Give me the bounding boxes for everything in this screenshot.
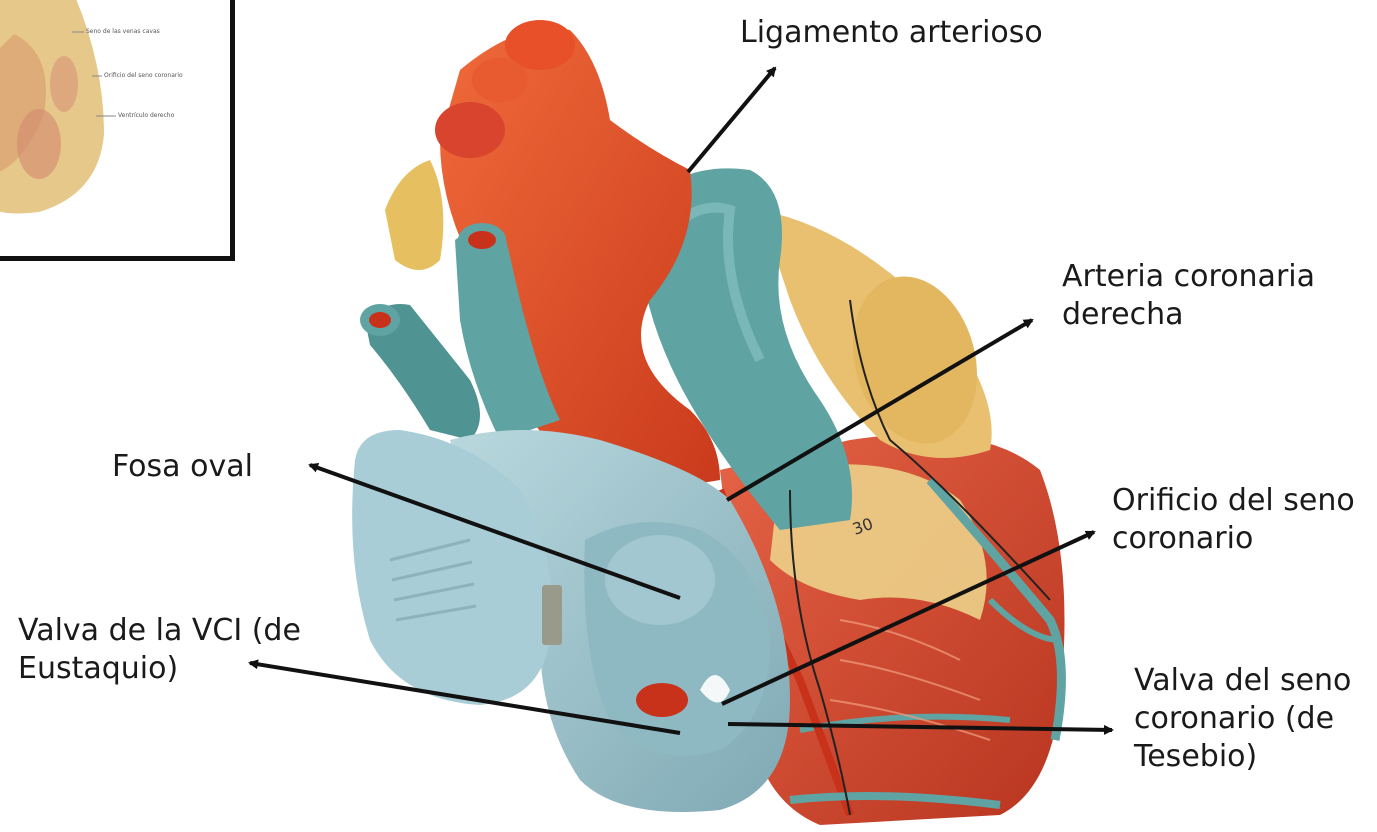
label-arteria-line2: derecha (1062, 296, 1315, 334)
label-orificio-line1: Orificio del seno (1112, 482, 1355, 520)
ivc-opening (636, 683, 688, 717)
label-arteria-line1: Arteria coronaria (1062, 258, 1315, 296)
model-hinge (542, 585, 562, 645)
fat-behind-aorta (385, 160, 443, 270)
label-valva-seno-line3: Tesebio) (1134, 738, 1351, 776)
label-valva-vci-line1: Valva de la VCI (de (18, 612, 301, 650)
pulmonary-vein-lumen (369, 312, 391, 328)
label-valva-vci: Valva de la VCI (de Eustaquio) (18, 612, 301, 688)
label-fosa-oval: Fosa oval (112, 448, 253, 486)
label-valva-seno-coronario: Valva del seno coronario (de Tesebio) (1134, 662, 1351, 776)
label-orificio-seno-coronario: Orificio del seno coronario (1112, 482, 1355, 558)
fossa-ovalis (605, 535, 715, 625)
label-valva-seno-line1: Valva del seno (1134, 662, 1351, 700)
svc-lumen (468, 231, 496, 249)
label-ligamento-arterioso: Ligamento arterioso (740, 14, 1043, 52)
label-valva-vci-line2: Eustaquio) (18, 650, 301, 688)
label-orificio-line2: coronario (1112, 520, 1355, 558)
arrow-ligamento (688, 68, 775, 172)
aorta-branch-left (435, 102, 505, 158)
label-valva-seno-line2: coronario (de (1134, 700, 1351, 738)
aorta-branch-mid (472, 58, 528, 102)
label-arteria-coronaria-derecha: Arteria coronaria derecha (1062, 258, 1315, 334)
